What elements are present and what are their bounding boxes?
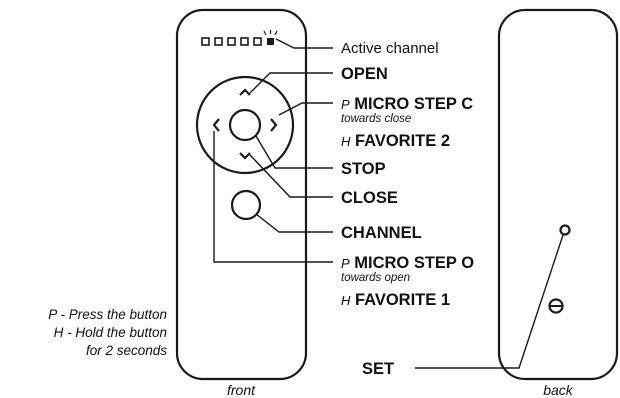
label-open: OPEN bbox=[341, 65, 388, 83]
leader-lines bbox=[213, 38, 333, 263]
leader-close bbox=[249, 154, 333, 198]
front-remote-body bbox=[175, 8, 308, 381]
channel-led bbox=[214, 37, 223, 46]
navigation-ring bbox=[195, 75, 295, 175]
up-arrow-icon bbox=[239, 88, 251, 96]
leader-open bbox=[249, 72, 333, 94]
leader-micro-step-c bbox=[278, 102, 333, 116]
channel-led bbox=[201, 37, 210, 46]
set-hole-icon bbox=[559, 224, 571, 236]
leader-stop bbox=[255, 135, 333, 169]
label-active-channel: Active channel bbox=[341, 40, 439, 57]
screw-icon bbox=[548, 298, 564, 314]
active-channel-led bbox=[267, 38, 274, 45]
legend-press: P - Press the button bbox=[48, 307, 167, 322]
label-micro-step-o-sub: towards open bbox=[341, 272, 410, 284]
label-prefix-hold: H bbox=[341, 134, 351, 149]
label-micro-step-o-line: P MICRO STEP O bbox=[341, 254, 474, 272]
channel-leds bbox=[201, 30, 278, 46]
label-favorite1: FAVORITE 1 bbox=[355, 291, 450, 309]
legend-duration: for 2 seconds bbox=[86, 343, 167, 358]
led-glow-icon bbox=[263, 30, 278, 36]
label-prefix-press: P bbox=[341, 256, 350, 271]
label-micro-step-c: MICRO STEP C bbox=[354, 95, 473, 113]
leader-channel bbox=[255, 213, 333, 233]
label-micro-step-c-sub: towards close bbox=[341, 113, 411, 125]
left-arrow-icon bbox=[212, 118, 220, 132]
label-channel: CHANNEL bbox=[341, 224, 422, 242]
caption-front: front bbox=[227, 382, 256, 398]
channel-led bbox=[253, 37, 262, 46]
right-arrow-icon bbox=[270, 118, 278, 132]
label-stop: STOP bbox=[341, 160, 386, 178]
leader-set bbox=[415, 234, 564, 369]
leader-active-channel bbox=[275, 38, 333, 49]
channel-led bbox=[240, 37, 249, 46]
label-favorite2-line: H FAVORITE 2 bbox=[341, 132, 450, 150]
label-micro-step-o: MICRO STEP O bbox=[354, 254, 474, 272]
label-favorite2: FAVORITE 2 bbox=[355, 132, 450, 150]
caption-back: back bbox=[543, 382, 574, 398]
stop-button bbox=[228, 108, 262, 142]
label-favorite1-line: H FAVORITE 1 bbox=[341, 291, 450, 309]
label-prefix-press: P bbox=[341, 97, 350, 112]
label-set: SET bbox=[362, 360, 394, 378]
legend-hold: H - Hold the button bbox=[54, 325, 167, 340]
label-micro-step-c-line: P MICRO STEP C bbox=[341, 95, 473, 113]
leader-micro-step-o bbox=[213, 131, 333, 263]
back-remote-body bbox=[497, 8, 619, 381]
channel-led bbox=[227, 37, 236, 46]
label-prefix-hold: H bbox=[341, 293, 351, 308]
label-close: CLOSE bbox=[341, 189, 398, 207]
channel-button bbox=[230, 189, 262, 221]
down-arrow-icon bbox=[239, 152, 251, 160]
